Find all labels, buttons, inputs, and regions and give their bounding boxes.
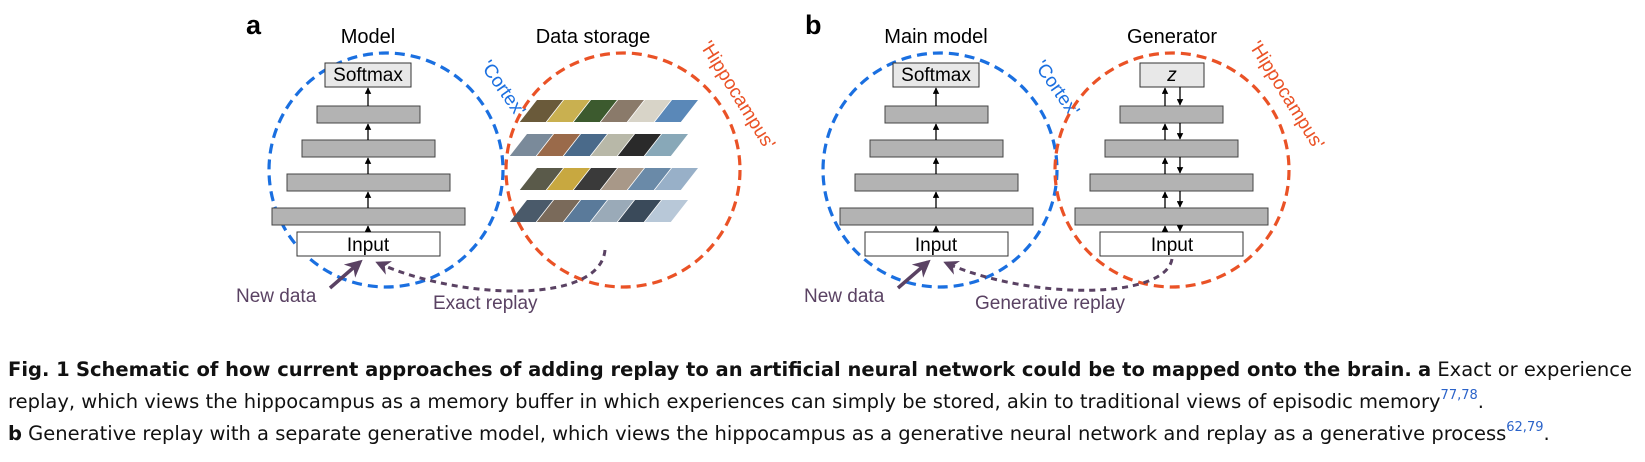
panel-a-layer-3 (286, 173, 451, 192)
figure: a Model Data storage 'Cortex' 'Hippocamp… (236, 10, 1328, 314)
panel-a-layer-1 (316, 105, 421, 124)
panel-a-cortex-label: 'Cortex' (476, 57, 529, 121)
panel-a-layer-2 (301, 139, 436, 158)
panel-b-z-box (1139, 62, 1205, 88)
panel-b: b Main model Generator 'Cortex' 'Hippoca… (804, 10, 1328, 314)
panel-b-generator-title: Generator (1127, 26, 1217, 48)
caption-a-text-1: Exact or experience (1437, 358, 1632, 381)
panel-a: a Model Data storage 'Cortex' 'Hippocamp… (236, 10, 779, 314)
panel-a-letter: a (246, 10, 262, 40)
panel-b-layer-3 (854, 173, 1019, 192)
panel-b-replay-label: Generative replay (975, 293, 1125, 314)
panel-a-softmax-label: Softmax (333, 65, 403, 86)
panel-b-cortex-circle (821, 51, 1059, 289)
panel-b-gen-input-box (1099, 231, 1244, 257)
caption-line-2: replay, which views the hippocampus as a… (8, 388, 1484, 413)
panel-a-replay-arrow (375, 249, 607, 293)
panel-a-stored-images (509, 100, 699, 222)
panel-a-hippocampus-label: 'Hippocampus' (696, 38, 779, 154)
caption-a-label: a (1417, 358, 1432, 381)
caption-line-3: b Generative replay with a separate gene… (8, 420, 1550, 445)
panel-b-gen-input-label: Input (1151, 235, 1194, 256)
panel-b-gen-layer-1 (1119, 105, 1224, 124)
panel-b-layer-1 (884, 105, 989, 124)
panel-b-hippocampus-circle (1053, 51, 1291, 289)
panel-b-new-data-arrow (896, 259, 931, 290)
panel-b-gen-layer-3 (1089, 173, 1254, 192)
panel-a-storage-title: Data storage (536, 26, 651, 48)
panel-b-input-label: Input (915, 235, 958, 256)
panel-a-new-data-arrow (328, 259, 363, 290)
panel-b-softmax-box (892, 62, 980, 88)
panel-b-model-title: Main model (884, 26, 987, 48)
caption-a-refs[interactable]: 77,78 (1440, 388, 1478, 403)
panel-a-new-data-label: New data (236, 286, 317, 307)
panel-b-new-data-label: New data (804, 286, 885, 307)
panel-b-input-box (864, 231, 1009, 257)
panel-b-softmax-label: Softmax (901, 65, 971, 86)
panel-a-cortex-circle (267, 51, 505, 289)
panel-b-hippocampus-label: 'Hippocampus' (1245, 38, 1328, 154)
caption-fig-label: Fig. 1 (8, 358, 70, 381)
panel-b-cortex-label: 'Cortex' (1030, 57, 1083, 121)
caption-b-refs[interactable]: 62,79 (1506, 420, 1544, 435)
caption-b-label: b (8, 422, 22, 445)
panel-b-layer-4 (839, 207, 1034, 226)
panel-b-gen-layer-2 (1104, 139, 1239, 158)
panel-b-z-label: z (1166, 65, 1177, 86)
panel-b-layer-2 (869, 139, 1004, 158)
panel-b-letter: b (805, 10, 822, 40)
panel-a-layer-4 (271, 207, 466, 226)
panel-b-replay-arrow (943, 258, 1174, 292)
caption-b-text: Generative replay with a separate genera… (28, 422, 1507, 445)
panel-b-gen-layer-4 (1074, 207, 1269, 226)
figure-caption: Fig. 1 Schematic of how current approach… (8, 354, 1638, 450)
panel-a-model-title: Model (341, 26, 395, 48)
panel-a-softmax-box (324, 62, 412, 88)
caption-title: Schematic of how current approaches of a… (75, 358, 1412, 381)
panel-a-replay-label: Exact replay (433, 293, 538, 314)
panel-a-input-label: Input (347, 235, 390, 256)
panel-a-hippocampus-circle (504, 51, 742, 289)
caption-a-text-2: replay, which views the hippocampus as a… (8, 390, 1441, 413)
caption-line-1: Fig. 1 Schematic of how current approach… (8, 354, 1638, 386)
